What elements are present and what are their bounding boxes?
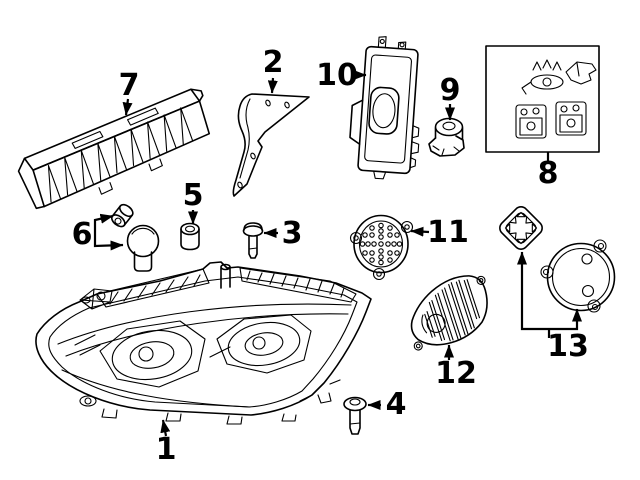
part-7-support-bracket (17, 88, 211, 210)
part-11-vent-cover (349, 214, 414, 281)
kit-bracket-right (555, 101, 587, 136)
callout-8: 8 (538, 152, 559, 191)
callout-8-label[interactable]: 8 (538, 156, 559, 191)
part-2-trim-panel (232, 93, 310, 197)
callout-6: 6 (72, 213, 124, 252)
callout-3: 3 (263, 216, 303, 251)
part-3-screw (242, 222, 264, 259)
callout-10-label[interactable]: 10 (316, 58, 358, 93)
part-9-bulb-socket (428, 117, 465, 157)
callout-13: 13 (517, 251, 589, 364)
callout-10: 10 (316, 58, 367, 93)
callout-12-label[interactable]: 12 (435, 356, 477, 391)
callout-9-label[interactable]: 9 (440, 73, 461, 108)
part-12-heatsink (410, 275, 488, 351)
kit-bracket-left (515, 104, 547, 139)
callout-7: 7 (119, 68, 140, 116)
callout-5: 5 (183, 178, 204, 225)
kit-bracket-top-right (565, 61, 597, 85)
part-13-round-cover (540, 239, 616, 313)
part-5-grommet (180, 222, 200, 251)
part-6-socket-cap (126, 224, 160, 272)
callout-2: 2 (263, 45, 284, 94)
callout-1: 1 (156, 419, 177, 467)
part-13-square-cover (499, 206, 543, 250)
callout-5-label[interactable]: 5 (183, 178, 204, 213)
part-8-repair-kit (485, 45, 600, 153)
callout-6-label[interactable]: 6 (72, 217, 93, 252)
callout-11: 11 (410, 215, 469, 250)
callout-12: 12 (435, 344, 477, 391)
callout-7-label[interactable]: 7 (119, 68, 140, 103)
callout-13-label[interactable]: 13 (547, 329, 589, 364)
part-4-screw (343, 396, 367, 435)
part-1-headlamp-assembly (35, 261, 372, 425)
part-10-control-module (349, 36, 420, 180)
callout-11-label[interactable]: 11 (427, 215, 469, 250)
callout-9: 9 (440, 73, 461, 121)
callout-1-label[interactable]: 1 (156, 432, 177, 467)
callout-4-label[interactable]: 4 (386, 387, 407, 422)
callout-3-label[interactable]: 3 (282, 216, 303, 251)
callout-4: 4 (367, 387, 407, 422)
kit-clip (521, 59, 564, 95)
callout-2-label[interactable]: 2 (263, 45, 284, 80)
part-6-bulb (110, 203, 134, 228)
